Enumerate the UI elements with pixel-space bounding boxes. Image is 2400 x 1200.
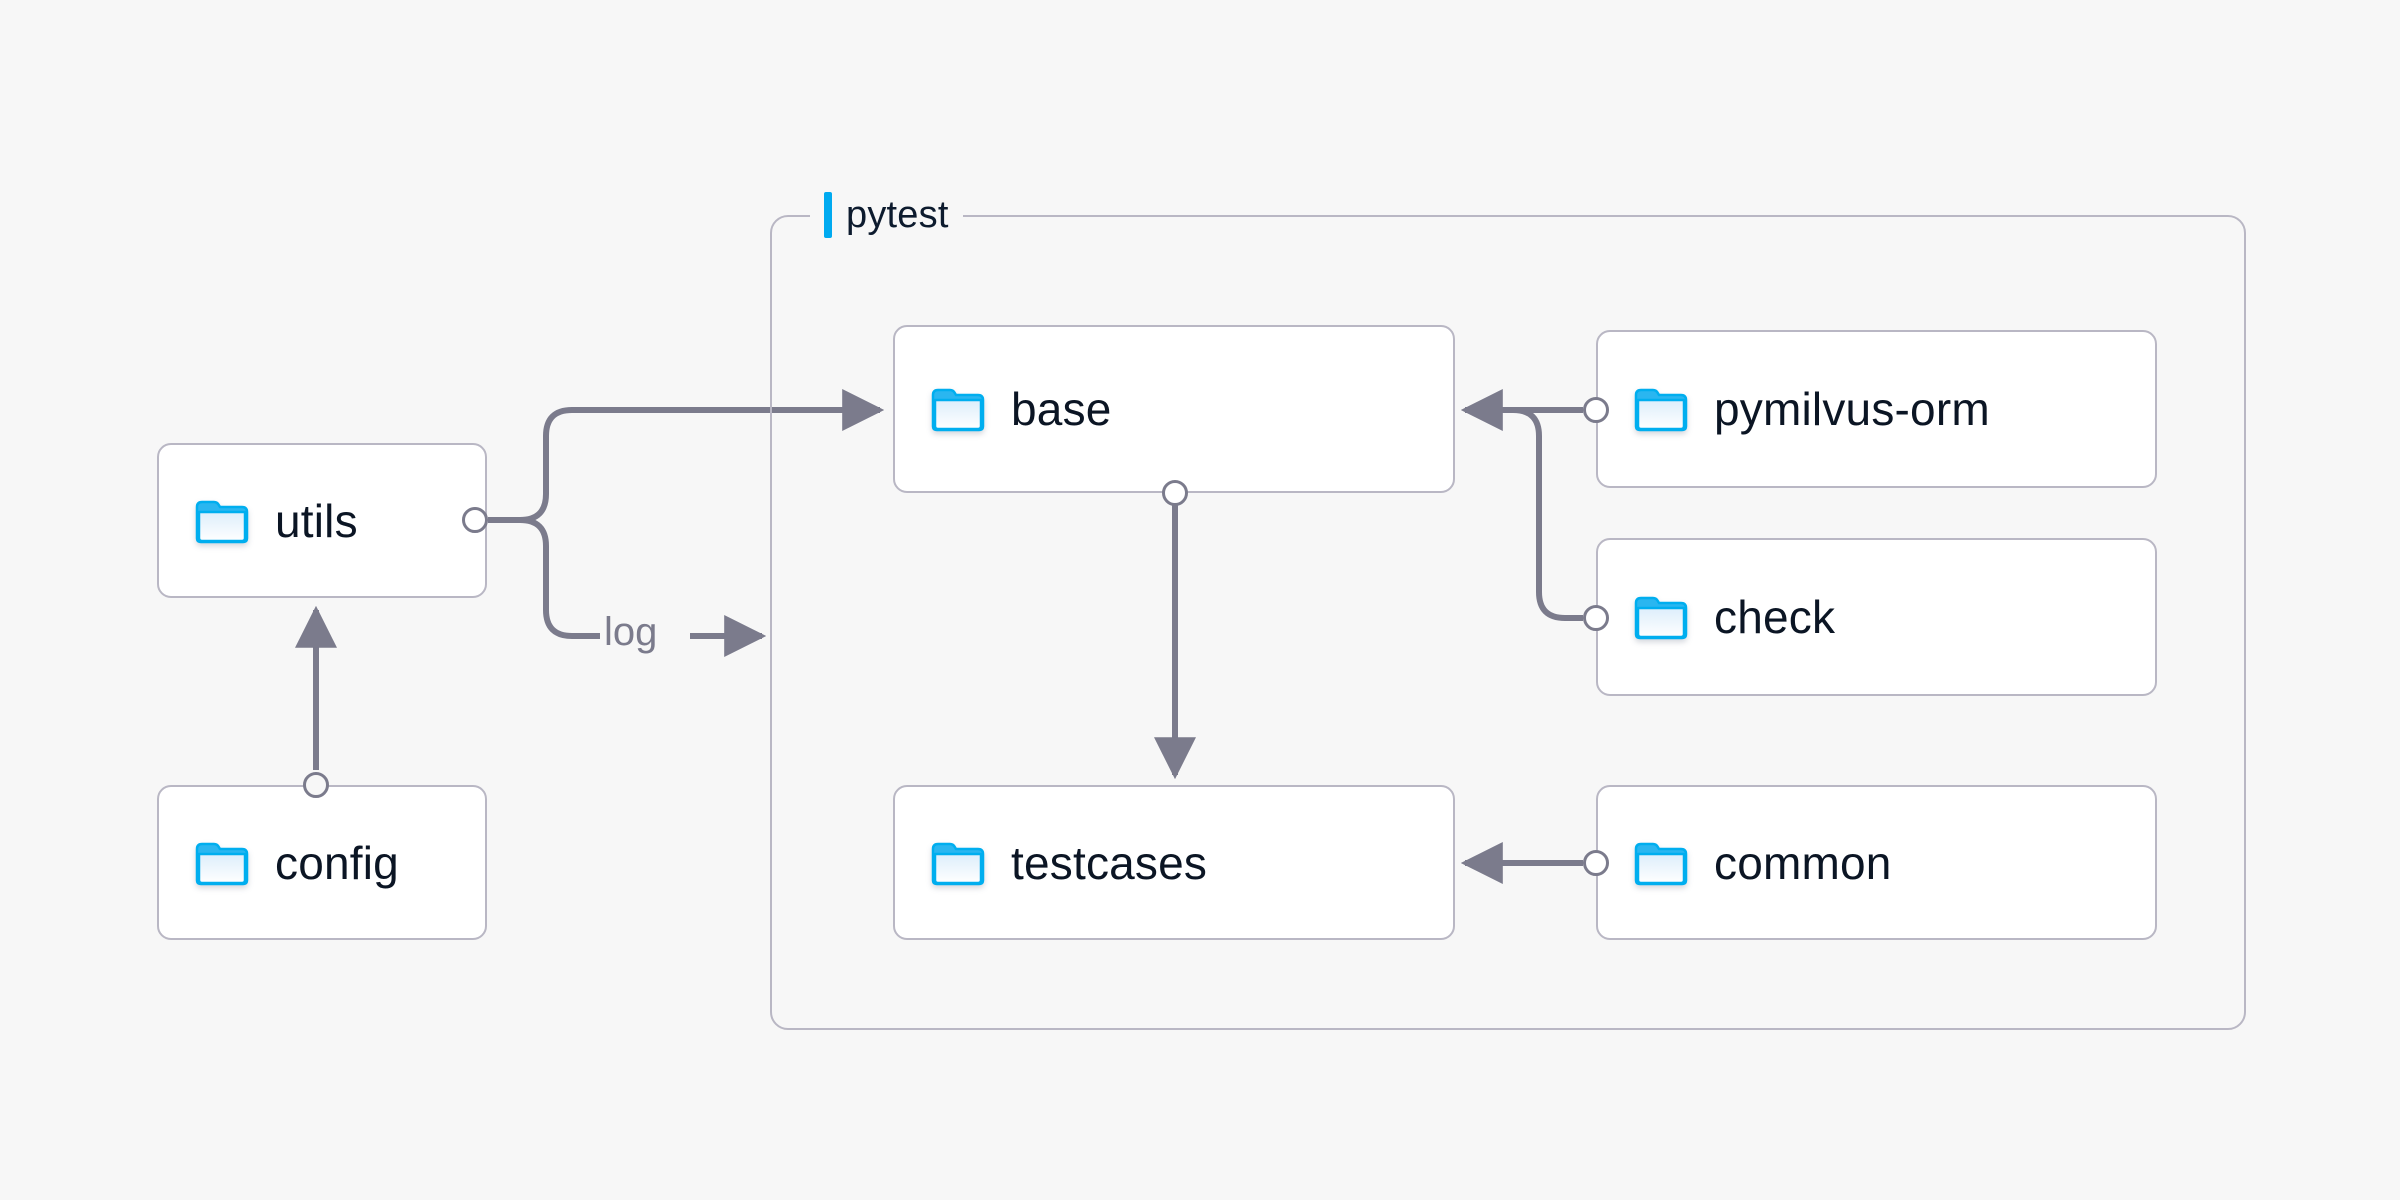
folder-icon — [1634, 840, 1688, 886]
node-common[interactable]: common — [1596, 785, 2157, 940]
node-pymilvus-orm[interactable]: pymilvus-orm — [1596, 330, 2157, 488]
folder-icon — [195, 498, 249, 544]
node-config[interactable]: config — [157, 785, 487, 940]
node-label: common — [1714, 836, 1892, 889]
pytest-group-container[interactable] — [770, 215, 2246, 1030]
folder-icon — [931, 386, 985, 432]
edge-utils-to-log — [519, 517, 600, 639]
folder-icon — [931, 840, 985, 886]
node-label: base — [1011, 383, 1112, 435]
edge-label-log: log — [604, 610, 658, 654]
port-check-left[interactable] — [1583, 605, 1609, 631]
pytest-group-label: pytest — [810, 187, 963, 243]
group-label-text: pytest — [846, 193, 949, 236]
port-utils-right[interactable] — [462, 507, 488, 533]
port-pymilvus-orm-left[interactable] — [1583, 397, 1609, 423]
folder-icon — [195, 840, 249, 886]
node-base[interactable]: base — [893, 325, 1455, 493]
folder-icon — [1634, 594, 1688, 640]
port-common-left[interactable] — [1583, 850, 1609, 876]
node-label: pymilvus-orm — [1714, 383, 1990, 435]
node-label: check — [1714, 591, 1836, 643]
node-label: utils — [275, 494, 358, 547]
accent-bar-icon — [824, 192, 832, 238]
port-base-bottom[interactable] — [1162, 480, 1188, 506]
port-config-top[interactable] — [303, 772, 329, 798]
folder-icon — [1634, 386, 1688, 432]
node-testcases[interactable]: testcases — [893, 785, 1455, 940]
node-utils[interactable]: utils — [157, 443, 487, 598]
node-label: config — [275, 836, 399, 889]
node-label: testcases — [1011, 836, 1208, 889]
node-check[interactable]: check — [1596, 538, 2157, 696]
